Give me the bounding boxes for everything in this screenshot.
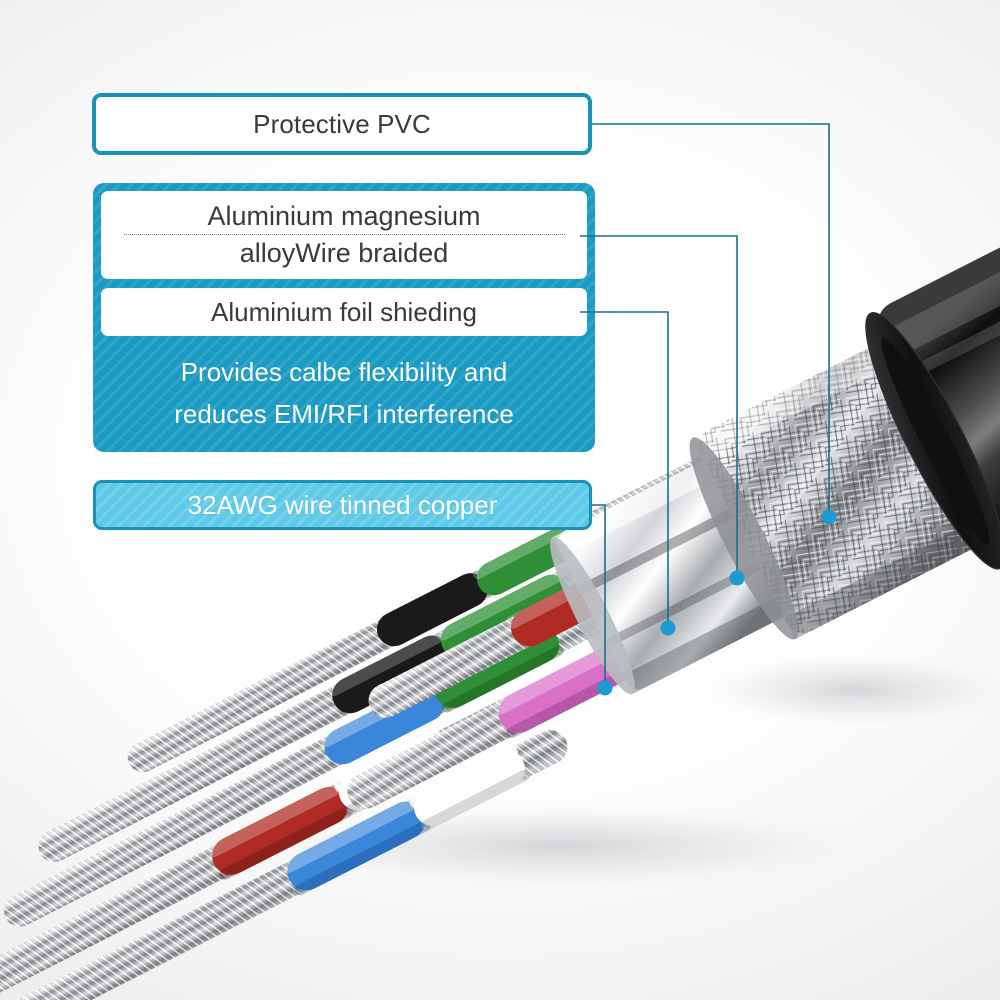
callout-braid-line2: alloyWire braided [239, 238, 449, 268]
callout-benefit-line1: Provides calbe flexibility and [180, 357, 508, 387]
callout-32awg-tinned-copper[interactable]: 32AWG wire tinned copper [93, 480, 592, 530]
callout-awg-label: 32AWG wire tinned copper [187, 489, 498, 520]
callout-protective-pvc[interactable]: Protective PVC [92, 93, 592, 155]
callout-alloy-wire-braided[interactable]: Aluminium magnesium alloyWire braided [101, 191, 587, 279]
callout-aluminium-foil-shielding[interactable]: Aluminium foil shieding [101, 288, 587, 336]
callout-benefit-line2: reduces EMI/RFI interference [174, 399, 514, 429]
callout-pvc-label: Protective PVC [253, 108, 431, 139]
callout-braid-line1: Aluminium magnesium [207, 201, 481, 231]
outer-jacket-layer [865, 66, 1000, 570]
callout-braid-divider [123, 234, 565, 235]
callout-foil-label: Aluminium foil shieding [211, 296, 477, 327]
callout-benefit-text: Provides calbe flexibility and reduces E… [101, 342, 587, 444]
